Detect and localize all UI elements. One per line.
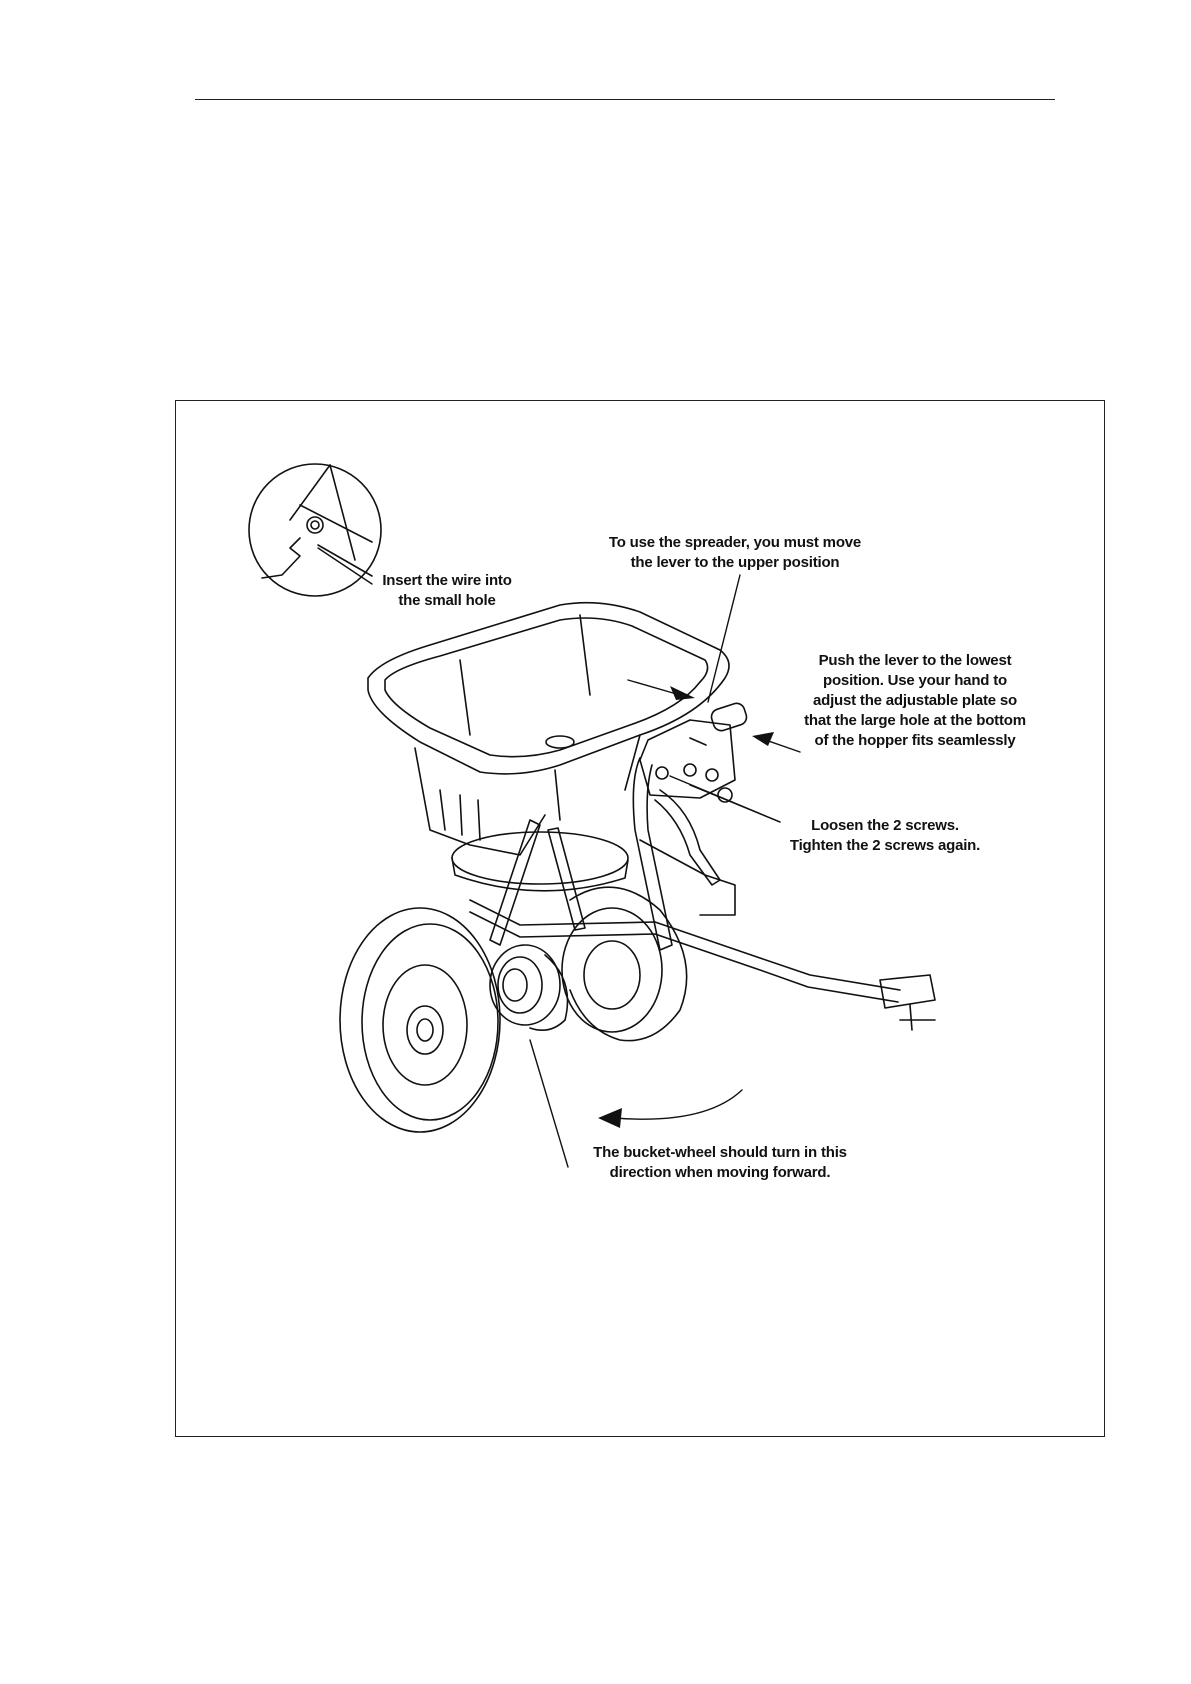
arrowheads — [598, 686, 774, 1128]
figure-frame — [175, 400, 1105, 1437]
callout-bucket-wheel: The bucket-wheel should turn in this dir… — [570, 1143, 870, 1183]
wire-detail-circle — [248, 463, 382, 597]
left-wheel — [339, 907, 501, 1133]
callout-line: The bucket-wheel should turn in this — [593, 1144, 847, 1161]
lever-assembly — [639, 702, 748, 803]
callout-line: To use the spreader, you must move — [608, 534, 862, 551]
spinner-plate — [451, 831, 629, 892]
callout-insert-wire: Insert the wire into the small hole — [362, 571, 532, 611]
gearbox — [489, 944, 569, 1031]
callout-line: adjust the adjustable plate so — [812, 692, 1018, 709]
callout-line: Tighten the 2 screws again. — [789, 837, 981, 854]
callout-upper-position: To use the spreader, you must move the l… — [590, 533, 880, 573]
callout-screws: Loosen the 2 screws. Tighten the 2 screw… — [770, 816, 1000, 856]
callout-lowest-position: Push the lever to the lowest position. U… — [790, 651, 1040, 751]
frame-legs — [489, 757, 736, 951]
hopper — [367, 601, 730, 856]
callout-line: Loosen the 2 screws. — [811, 817, 959, 834]
callout-line: Push the lever to the lowest — [818, 652, 1012, 669]
callout-line: Insert the wire into — [382, 572, 512, 589]
right-wheel — [561, 886, 688, 1042]
header-rule — [195, 99, 1055, 100]
tow-bar — [469, 899, 936, 1031]
callout-line: of the hopper fits seamlessly — [814, 732, 1016, 749]
callout-line: direction when moving forward. — [609, 1164, 831, 1181]
callout-line: position. Use your hand to — [823, 672, 1007, 689]
callout-line: the lever to the upper position — [630, 554, 840, 571]
callout-line: that the large hole at the bottom — [804, 712, 1026, 729]
leader-lines — [317, 547, 801, 1168]
callout-line: the small hole — [398, 592, 496, 609]
